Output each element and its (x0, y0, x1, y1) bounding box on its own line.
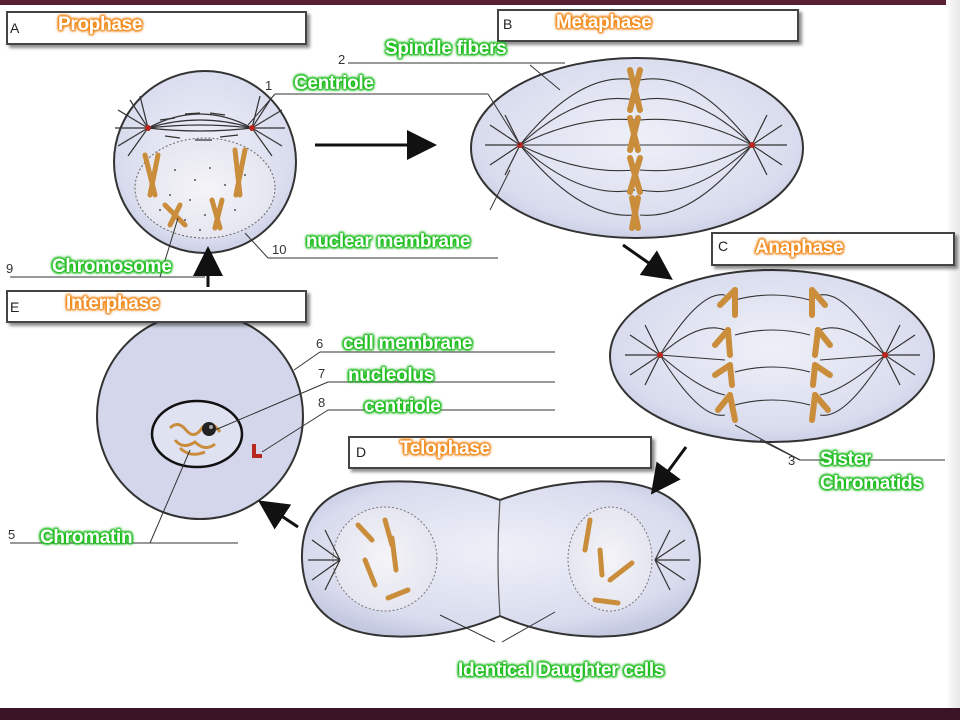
telophase-letter: D (356, 444, 367, 460)
number-1: 1 (265, 78, 273, 93)
prophase-chromosomes (142, 147, 248, 231)
interphase-box (6, 290, 307, 323)
label-nuclear-membrane: nuclear membrane (306, 231, 471, 252)
interphase-centriole (252, 444, 262, 458)
telophase-chromosomes (355, 517, 635, 606)
number-7: 7 (318, 366, 326, 381)
label-spindle-fibers: Spindle fibers (385, 38, 507, 59)
number-9: 9 (6, 261, 14, 276)
right-edge-shade (946, 0, 960, 708)
prophase-letter: A (10, 20, 20, 36)
telophase-asters (308, 529, 690, 591)
metaphase-letter: B (503, 16, 513, 32)
prophase-centriole-right (249, 125, 255, 131)
telophase-title: Telophase (400, 438, 490, 459)
mitosis-diagram (10, 57, 945, 643)
metaphase-centriole-right (749, 142, 755, 148)
label-sister: Sister (820, 449, 872, 470)
anaphase-centriole-left (657, 352, 663, 358)
label-cell-membrane: cell membrane (343, 333, 473, 354)
interphase-title: Interphase (66, 293, 160, 314)
anaphase-centriole-right (882, 352, 888, 358)
number-5: 5 (8, 527, 16, 542)
prophase-aster-right (251, 95, 285, 157)
number-8: 8 (318, 395, 326, 410)
prophase-box (6, 11, 307, 45)
label-chromosome: Chromosome (52, 256, 172, 277)
number-10: 10 (272, 242, 287, 257)
label-chromatids: Chromatids (820, 473, 923, 494)
stage-arrows (193, 130, 688, 530)
metaphase-cell (470, 57, 804, 239)
metaphase-chromosomes (627, 67, 643, 231)
telophase-box (348, 436, 652, 469)
interphase-letter: E (10, 299, 20, 315)
anaphase-letter: C (718, 238, 729, 254)
label-centriole-lower: centriole (364, 396, 441, 417)
metaphase-box (497, 9, 799, 42)
label-daughter-cells: Identical Daughter cells (458, 660, 665, 681)
anaphase-chromatids (712, 287, 833, 423)
prophase-cell (113, 70, 297, 254)
prophase-aster-left (115, 95, 149, 157)
anaphase-box (711, 232, 955, 266)
interphase-cell (96, 312, 304, 520)
top-border-bar (0, 0, 960, 5)
prophase-speckles (159, 167, 246, 231)
metaphase-title: Metaphase (556, 12, 652, 33)
metaphase-spindle-lines (519, 78, 753, 216)
prophase-centriole-left (145, 125, 151, 131)
anaphase-spindle-lines (659, 294, 886, 416)
prophase-title: Prophase (58, 14, 143, 35)
bottom-border-bar (0, 708, 960, 720)
number-2: 2 (338, 52, 346, 67)
number-6: 6 (316, 336, 324, 351)
anaphase-cell (609, 269, 935, 443)
label-chromatin: Chromatin (40, 527, 133, 548)
anaphase-asters (625, 324, 920, 386)
leader-lines (10, 62, 945, 643)
label-centriole: Centriole (294, 73, 374, 94)
label-nucleolus: nucleolus (348, 365, 434, 386)
number-3: 3 (788, 453, 796, 468)
prophase-spindle-lines (147, 112, 253, 141)
anaphase-title: Anaphase (755, 237, 844, 258)
telophase-cell (300, 480, 702, 638)
metaphase-asters (485, 114, 787, 176)
interphase-nucleolus (202, 422, 216, 436)
